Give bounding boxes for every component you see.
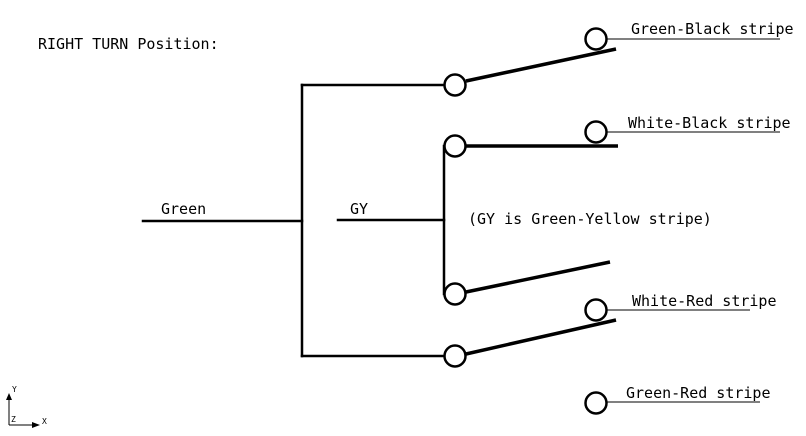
green-wire-label: Green <box>161 200 206 218</box>
ucs-icon: Y Z X <box>6 385 47 428</box>
upper-switch-blade <box>465 47 617 83</box>
white-red-label: White-Red stripe <box>632 292 777 310</box>
lower-switch-blade <box>465 318 617 356</box>
ucs-z-label: Z <box>11 415 16 424</box>
green-red-terminal <box>584 391 608 415</box>
lower-inner-pivot-terminal <box>443 282 467 306</box>
lower-inner-switch-blade <box>465 260 611 294</box>
green-black-label: Green-Black stripe <box>631 20 794 38</box>
white-black-terminal <box>584 120 608 144</box>
green-red-label: Green-Red stripe <box>626 384 771 402</box>
upper-pivot-terminal <box>443 73 467 97</box>
diagram-title: RIGHT TURN Position: <box>38 35 219 53</box>
white-black-label: White-Black stripe <box>628 114 791 132</box>
ucs-x-label: X <box>42 417 47 426</box>
lower-pivot-terminal <box>443 344 467 368</box>
ucs-y-label: Y <box>12 385 17 394</box>
gy-wire-label: GY <box>350 200 368 218</box>
upper-inner-pivot-terminal <box>443 134 467 158</box>
gy-note: (GY is Green-Yellow stripe) <box>468 210 712 228</box>
green-black-terminal <box>584 27 608 51</box>
white-red-terminal <box>584 298 608 322</box>
